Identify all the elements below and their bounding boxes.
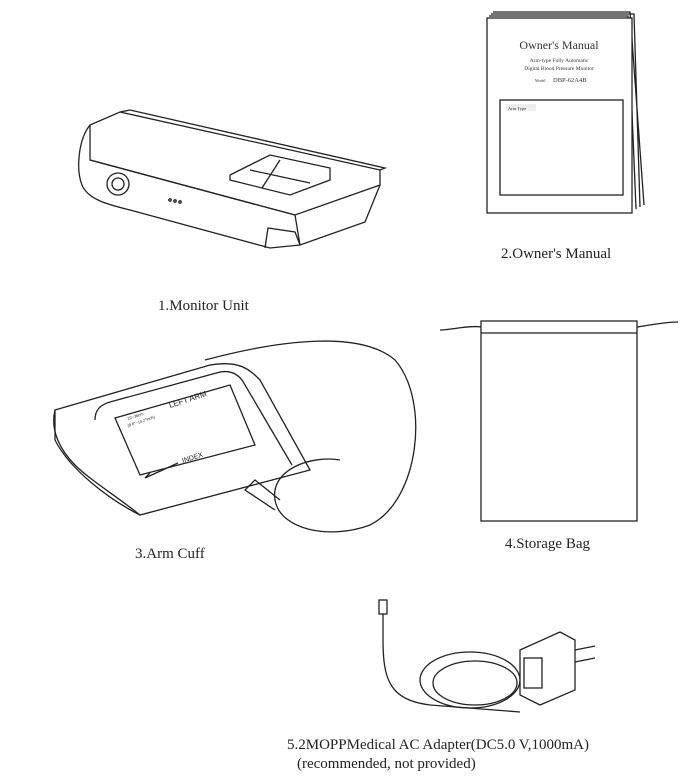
manual-box-label: Arm Type [508, 106, 526, 111]
caption-owners-manual: 2.Owner's Manual [501, 246, 612, 262]
manual-subtitle: Digital Blood Pressure Monitor [524, 66, 594, 72]
storage-bag-illustration [439, 320, 679, 522]
arm-cuff-illustration: LEFT ARM 22~36cm (8.6"~14.2"inch) INDEX [53, 340, 417, 533]
manual-model: DBP-62A4B [553, 77, 587, 84]
manual-subtitle: Arm-type Fully Automatic [530, 58, 589, 64]
caption-ac-adapter-note: (recommended, not provided) [297, 756, 476, 772]
cuff-size: 22~36cm [127, 411, 145, 421]
manual-model-label: Model [535, 78, 546, 83]
manual-title: Owner's Manual [519, 38, 599, 52]
caption-monitor-unit: 1.Monitor Unit [158, 298, 249, 314]
owners-manual-illustration: Owner's Manual Arm-type Fully Automatic … [486, 11, 645, 214]
caption-arm-cuff: 3.Arm Cuff [135, 546, 205, 562]
caption-ac-adapter: 5.2MOPPMedical AC Adapter(DC5.0 V,1000mA… [287, 737, 589, 753]
caption-storage-bag: 4.Storage Bag [505, 536, 590, 552]
monitor-unit-illustration [78, 109, 388, 249]
ac-adapter-illustration [378, 599, 596, 713]
